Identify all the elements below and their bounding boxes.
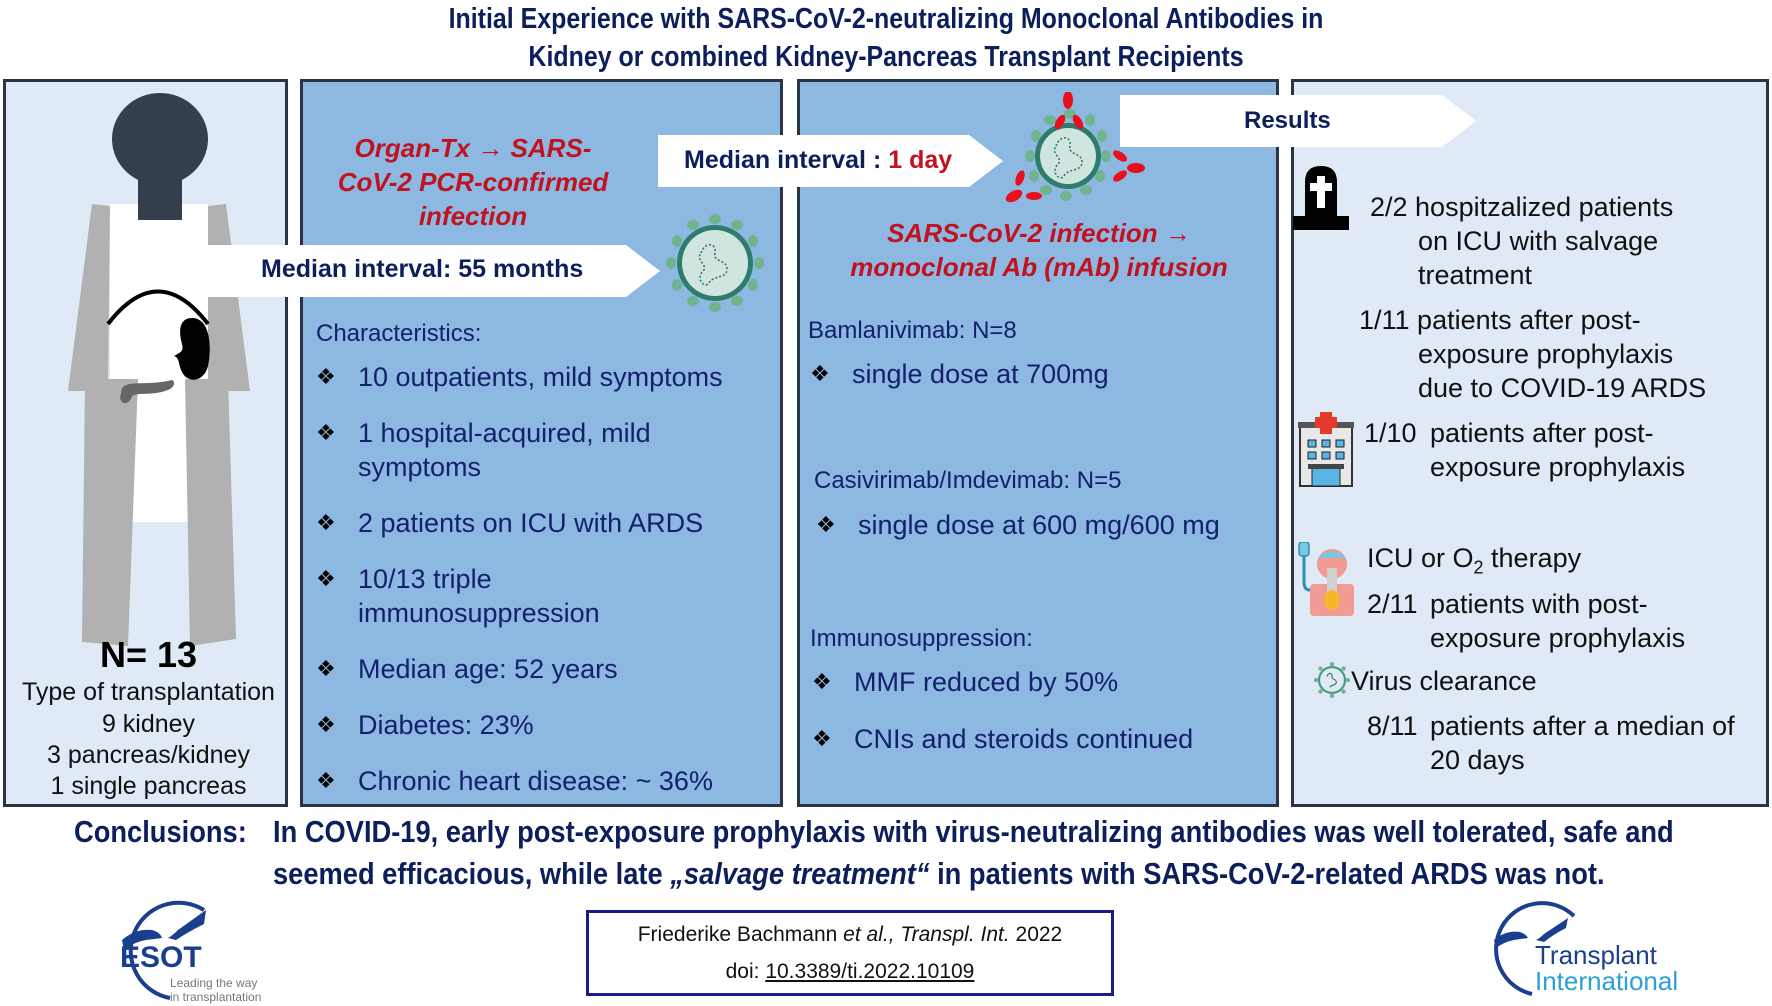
ti-logo-text: International	[1535, 966, 1679, 996]
doi-link[interactable]: 10.3389/ti.2022.10109	[765, 960, 975, 983]
antibody-virus-icon	[1005, 92, 1145, 203]
results-callout: Results	[1120, 95, 1476, 147]
panel-treatment	[797, 79, 1279, 807]
figure-title-line-2: Kidney or combined Kidney-Pancreas Trans…	[528, 41, 1244, 73]
interval-callout-55-months: Median interval: 55 months	[205, 245, 660, 297]
infection-heading-line: CoV-2 PCR-confirmed	[337, 167, 609, 197]
esot-logo-icon	[122, 900, 206, 1000]
casirivimab-label: Casivirimab/Imdevimab: N=5	[814, 467, 1122, 494]
virus-icon	[1314, 662, 1350, 698]
ti-logo-text: Transplant	[1535, 940, 1657, 970]
interval-value: 1 day	[888, 146, 953, 174]
clearance-result-line: 20 days	[1430, 745, 1525, 775]
transplant-type-pancreas-kidney: 3 pancreas/kidney	[47, 741, 250, 769]
icu-result-line: exposure prophylaxis	[1430, 623, 1686, 653]
bullet-icon: ❖	[316, 768, 336, 793]
interval-prefix: Median interval :	[684, 146, 889, 174]
clearance-result-line: patients after a median of	[1430, 711, 1735, 741]
death-result-line: due to COVID-19 ARDS	[1418, 373, 1707, 403]
panel-results	[1291, 79, 1769, 807]
hospital-result-line: patients after post-	[1430, 418, 1654, 448]
immunosuppression-label: Immunosuppression:	[810, 625, 1033, 652]
transplant-type-heading: Type of transplantation	[22, 678, 275, 706]
characteristics-label: Characteristics:	[316, 320, 482, 347]
bullet-icon: ❖	[316, 420, 336, 445]
bullet-icon: ❖	[316, 364, 336, 389]
panel-infection	[300, 79, 783, 807]
death-result-line: treatment	[1418, 260, 1533, 290]
infection-heading: Organ-Tx → SARS- CoV-2 PCR-confirmed inf…	[318, 131, 628, 233]
icu-heading: ICU or O2 therapy	[1367, 543, 1582, 578]
figure-title-line-1: Initial Experience with SARS-CoV-2-neutr…	[448, 3, 1324, 35]
citation-authors: Friederike Bachmann et al., Transpl. Int…	[637, 923, 1063, 946]
patient-count: N= 13	[99, 634, 198, 675]
treatment-heading-line: monoclonal Ab (mAb) infusion	[850, 252, 1228, 282]
bullet-icon: ❖	[816, 512, 836, 537]
bullet-icon: ❖	[812, 726, 832, 751]
transplant-type-single-pancreas: 1 single pancreas	[50, 772, 247, 800]
infection-heading-line: infection	[418, 201, 528, 231]
transplant-international-logo-icon	[1494, 901, 1576, 996]
bamlanivimab-label: Bamlanivimab: N=8	[808, 317, 1017, 344]
bullet-icon: ❖	[316, 656, 336, 681]
results-label: Results	[1244, 107, 1331, 134]
treatment-heading: SARS-CoV-2 infection → monoclonal Ab (mA…	[800, 216, 1278, 284]
treatment-heading-line: SARS-CoV-2 infection →	[887, 218, 1191, 248]
patient-oxygen-icon	[1298, 542, 1354, 616]
death-result-line: 1/11 patients after post-	[1359, 305, 1641, 335]
conclusions-label: Conclusions:	[74, 814, 247, 849]
clearance-fraction: 8/11	[1367, 711, 1418, 741]
bullet-icon: ❖	[316, 566, 336, 591]
salvage-treatment-emphasis: „salvage treatment“	[670, 856, 930, 891]
gravestone-icon	[1293, 166, 1349, 230]
kidney-icon	[174, 318, 210, 380]
interval-label: Median interval : 1 day	[684, 146, 952, 175]
bullet-icon: ❖	[810, 361, 830, 386]
bullet-icon: ❖	[316, 712, 336, 737]
esot-tagline: Leading the way	[170, 976, 258, 990]
death-result-line: on ICU with salvage	[1418, 226, 1659, 256]
virus-icon	[666, 214, 764, 312]
clearance-heading: Virus clearance	[1351, 666, 1537, 696]
interval-callout-1-day: Median interval : 1 day	[658, 135, 1003, 187]
infection-heading-line: Organ-Tx → SARS-	[354, 133, 592, 163]
esot-logo-text: ESOT	[120, 941, 202, 974]
pancreas-icon	[120, 380, 175, 404]
hospital-fraction: 1/10	[1364, 418, 1417, 448]
person-silhouette-icon	[68, 93, 250, 646]
icu-fraction: 2/11	[1367, 589, 1418, 619]
transplant-type-kidney: 9 kidney	[101, 710, 196, 738]
citation-box: Friederike Bachmann et al., Transpl. Int…	[586, 910, 1114, 996]
interval-label: Median interval: 55 months	[261, 255, 584, 283]
esot-tagline: in transplantation	[170, 990, 262, 1004]
hospital-result-line: exposure prophylaxis	[1430, 452, 1686, 482]
citation-doi: doi: 10.3389/ti.2022.10109	[725, 960, 975, 983]
death-result-line: exposure prophylaxis	[1418, 339, 1674, 369]
conclusions-line-2: seemed efficacious, while late „salvage …	[273, 856, 1605, 891]
icu-result-line: patients with post-	[1430, 589, 1648, 619]
conclusions-line-1: In COVID-19, early post-exposure prophyl…	[273, 814, 1674, 849]
bullet-icon: ❖	[316, 510, 336, 535]
bullet-icon: ❖	[812, 669, 832, 694]
hospital-icon	[1298, 412, 1354, 487]
death-result-line: 2/2 hospitzalized patients	[1370, 192, 1674, 222]
